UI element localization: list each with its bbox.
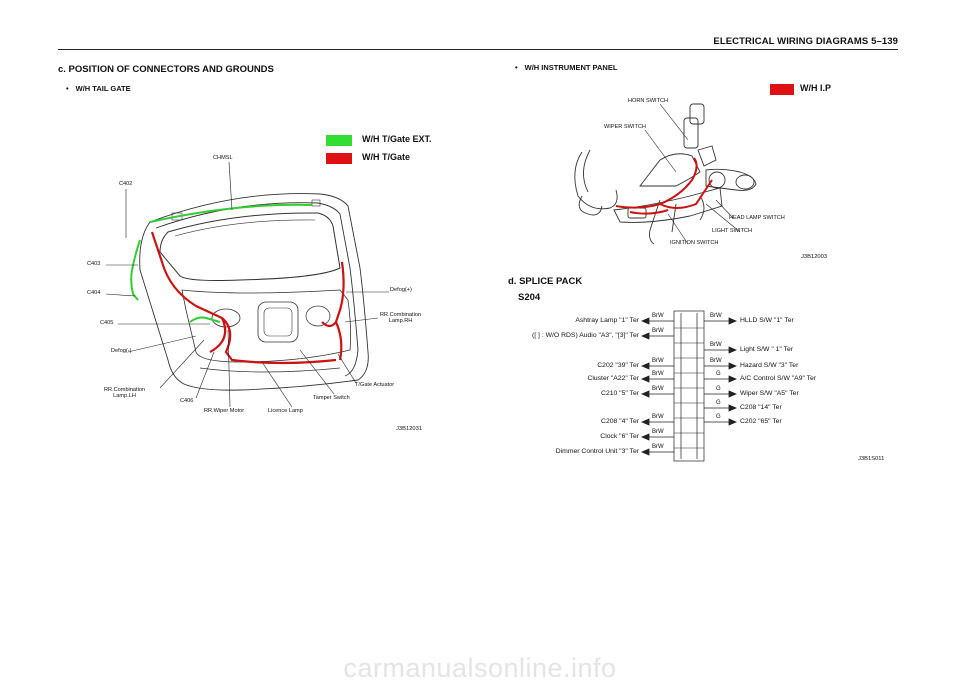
ip-leader-lines bbox=[644, 103, 741, 245]
splice-left-label: Clock "6" Ter bbox=[600, 433, 639, 440]
splice-connectors bbox=[674, 327, 704, 449]
watermark: carmanualsonline.info bbox=[343, 653, 617, 683]
splice-right-wires bbox=[704, 317, 738, 426]
label-defog-plus: Defog(+) bbox=[390, 287, 412, 293]
splice-right-wire-color: G bbox=[716, 414, 721, 420]
splice-left-label: Cluster "A22" Ter bbox=[587, 375, 639, 382]
bullet-tail-gate: W/H TAIL GATE bbox=[66, 84, 131, 93]
splice-left-wire-color: BrW bbox=[652, 386, 664, 392]
legend-swatch-ip bbox=[770, 84, 794, 95]
splice-left-wire-color: BrW bbox=[652, 414, 664, 420]
splice-left-wire-color: BrW bbox=[652, 328, 664, 334]
splice-left-wire-color: BrW bbox=[652, 313, 664, 319]
label-rr-comb-rh: RR.Combination Lamp.RH bbox=[380, 312, 422, 324]
splice-right-label: C202 "65" Ter bbox=[740, 418, 782, 425]
figure-code-ip: J3B12003 bbox=[801, 254, 828, 260]
figure-code-splice: J3B1S011 bbox=[858, 456, 885, 462]
section-title-connectors: c. POSITION OF CONNECTORS AND GROUNDS bbox=[58, 64, 274, 75]
splice-right-label: Hazard S/W "3" Ter bbox=[740, 362, 799, 369]
label-licence-lamp: Licence Lamp bbox=[268, 408, 303, 414]
figure-code-tailgate: J3B12031 bbox=[396, 426, 423, 432]
legend-swatch-red bbox=[326, 153, 352, 164]
legend-label-tgate: W/H T/Gate bbox=[362, 152, 411, 162]
label-head-lamp-switch: HEAD LAMP SWITCH bbox=[729, 215, 785, 221]
splice-right-wire-color: BrW bbox=[710, 358, 722, 364]
splice-right-label: A/C Control S/W "A9" Ter bbox=[740, 375, 817, 382]
header-rule bbox=[58, 49, 898, 50]
leader-lines bbox=[105, 161, 389, 408]
splice-left-wire-color: BrW bbox=[652, 429, 664, 435]
label-c404: C404 bbox=[87, 290, 101, 296]
splice-right-wire-color: G bbox=[716, 371, 721, 377]
splice-left-wire-color: BrW bbox=[652, 444, 664, 450]
harness-ip bbox=[615, 157, 713, 215]
label-tgate-actuator: T/Gate Actuator bbox=[355, 382, 395, 388]
splice-right-wire-color: BrW bbox=[710, 313, 722, 319]
bullet-instrument-panel: W/H INSTRUMENT PANEL bbox=[515, 63, 618, 72]
splice-left-label: Ashtray Lamp "1" Ter bbox=[575, 317, 639, 324]
label-horn-switch: HORN SWITCH bbox=[628, 98, 669, 104]
splice-right-wire-color: G bbox=[716, 386, 721, 392]
splice-left-label: C202 "39" Ter bbox=[597, 362, 639, 369]
splice-left-wire-color: BrW bbox=[652, 358, 664, 364]
label-c405: C405 bbox=[100, 320, 114, 326]
splice-left-wire-color: BrW bbox=[652, 371, 664, 377]
page-header: ELECTRICAL WIRING DIAGRAMS 5–139 bbox=[713, 36, 898, 47]
harness-tgate bbox=[150, 231, 345, 365]
harness-tgate-ext bbox=[130, 203, 313, 323]
splice-right-label: HLLD S/W "1" Ter bbox=[740, 317, 794, 324]
legend-swatch-green bbox=[326, 135, 352, 146]
label-light-switch: LIGHT SWITCH bbox=[712, 228, 752, 234]
label-rr-wiper-motor: RR.Wiper Motor bbox=[204, 408, 245, 414]
splice-block bbox=[673, 310, 705, 462]
label-c403: C403 bbox=[87, 261, 101, 267]
splice-right-label: Light S/W " 1" Ter bbox=[740, 346, 794, 353]
label-ignition-switch: IGNITION SWITCH bbox=[670, 240, 719, 246]
splice-right-label: C208 "14" Ter bbox=[740, 404, 782, 411]
splice-right-label: Wiper S/W "A5" Ter bbox=[740, 390, 799, 397]
splice-left-label: Dimmer Control Unit "3" Ter bbox=[555, 448, 639, 455]
tail-gate-body bbox=[139, 193, 369, 391]
label-c402: C402 bbox=[119, 181, 133, 187]
label-tamper-switch: Tamper Switch bbox=[313, 395, 350, 401]
label-rr-comb-lh: RR.Combination Lamp.LH bbox=[104, 387, 146, 399]
splice-left-label: C210 "5" Ter bbox=[601, 390, 639, 397]
splice-name: S204 bbox=[518, 292, 541, 303]
label-c406: C406 bbox=[180, 398, 194, 404]
splice-left-label: C208 "4" Ter bbox=[601, 418, 639, 425]
legend-label-ip: W/H I.P bbox=[800, 83, 831, 93]
section-title-splice: d. SPLICE PACK bbox=[508, 276, 583, 287]
label-wiper-switch: WIPER SWITCH bbox=[604, 124, 646, 130]
splice-right-wire-color: BrW bbox=[710, 342, 722, 348]
splice-left-wires bbox=[640, 317, 674, 456]
splice-left-label: ([ ] : W/O RDS) Audio "A3", "[3]" Ter bbox=[532, 332, 639, 339]
label-defog-minus: Defog(-) bbox=[111, 348, 132, 354]
label-chmsl: CHMSL bbox=[213, 155, 233, 161]
legend-label-tgate-ext: W/H T/Gate EXT. bbox=[362, 134, 432, 144]
splice-right-wire-color: G bbox=[716, 400, 721, 406]
